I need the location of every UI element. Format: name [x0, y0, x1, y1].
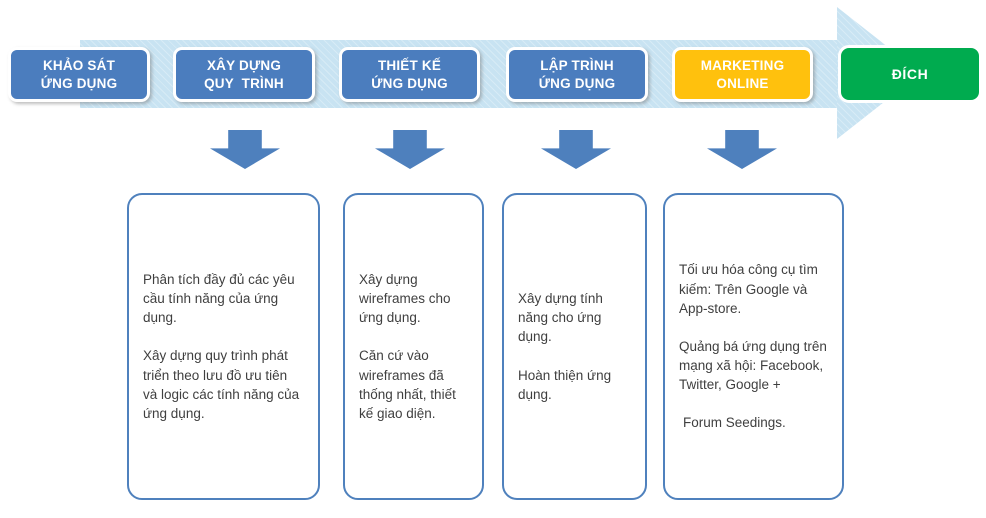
stage-label-line: XÂY DỰNG	[206, 57, 282, 73]
down-arrow-icon	[210, 130, 280, 169]
stage-label-line: THIẾT KẾ	[377, 57, 442, 73]
stage-box-xay-dung-quy-trinh: XÂY DỰNG QUY TRÌNH	[173, 47, 315, 102]
detail-paragraph: Quảng bá ứng dụng trên mạng xã hội: Face…	[679, 338, 827, 393]
detail-box-lap-trinh: Xây dựng tính năng cho ứng dụng. Hoàn th…	[502, 193, 647, 500]
goal-box-dich: ĐÍCH	[838, 45, 982, 103]
stage-label-line: ỨNG DỤNG	[371, 75, 448, 91]
detail-paragraph: Xây dựng quy trình phát triển theo lưu đ…	[143, 348, 300, 421]
stage-label-line: ONLINE	[716, 75, 769, 91]
detail-paragraph: Forum Seedings.	[683, 415, 786, 431]
detail-paragraph: Hoàn thiện ứng dụng.	[518, 367, 612, 402]
stage-box-khao-sat-ung-dung: KHẢO SÁT ỨNG DỤNG	[8, 47, 150, 102]
stage-box-lap-trinh-ung-dung: LẬP TRÌNH ỨNG DỤNG	[506, 47, 648, 102]
detail-paragraph: Tối ưu hóa công cụ tìm kiếm: Trên Google…	[679, 262, 818, 316]
down-arrow-icon	[707, 130, 777, 169]
detail-box-thiet-ke: Xây dựng wireframes cho ứng dụng. Căn cứ…	[343, 193, 484, 500]
stage-box-marketing-online: MARKETING ONLINE	[672, 47, 813, 102]
stage-label-line: MARKETING	[700, 57, 785, 73]
down-arrow-icon	[541, 130, 611, 169]
detail-paragraph: Xây dựng wireframes cho ứng dụng.	[359, 271, 451, 326]
detail-paragraph: Căn cứ vào wireframes đã thống nhất, thi…	[359, 348, 456, 421]
goal-label: ĐÍCH	[891, 66, 929, 82]
detail-box-marketing: Tối ưu hóa công cụ tìm kiếm: Trên Google…	[663, 193, 844, 500]
stage-label-line: LẬP TRÌNH	[540, 57, 614, 73]
stage-label-line: ỨNG DỤNG	[538, 75, 616, 91]
stage-label-line: KHẢO SÁT	[42, 57, 116, 73]
detail-paragraph: Xây dựng tính năng cho ứng dụng.	[518, 291, 603, 345]
down-arrow-icon	[375, 130, 445, 169]
stage-box-thiet-ke-ung-dung: THIẾT KẾ ỨNG DỤNG	[339, 47, 480, 102]
stage-label-line: ỨNG DỤNG	[40, 75, 118, 91]
detail-box-khao-sat: Phân tích đầy đủ các yêu cầu tính năng c…	[127, 193, 320, 500]
stage-label-line: QUY TRÌNH	[204, 75, 284, 91]
detail-paragraph: Phân tích đầy đủ các yêu cầu tính năng c…	[143, 271, 295, 326]
